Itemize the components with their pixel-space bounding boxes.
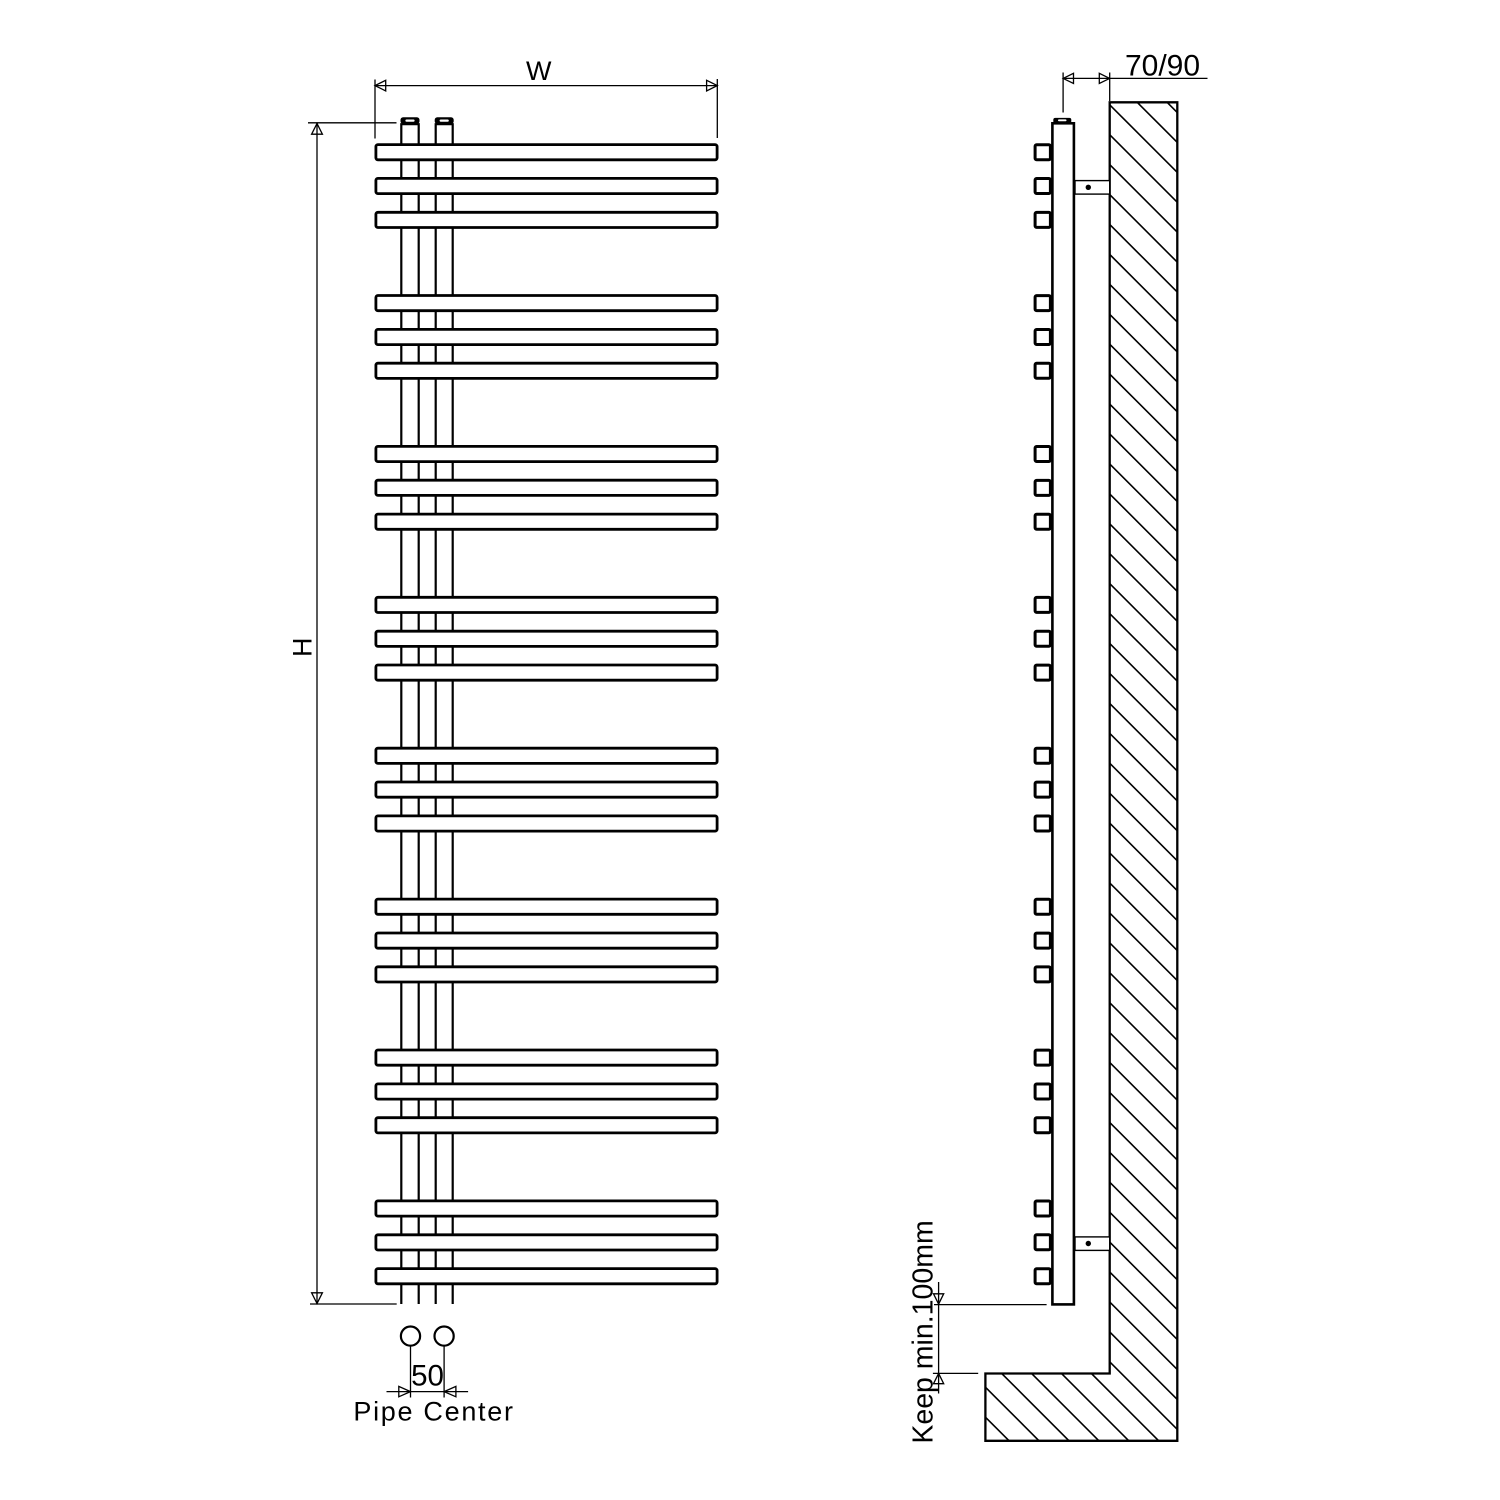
svg-text:70/90: 70/90	[1125, 50, 1200, 83]
svg-text:50: 50	[411, 1360, 444, 1393]
svg-text:W: W	[526, 56, 552, 86]
svg-text:Pipe Center: Pipe Center	[353, 1396, 514, 1426]
svg-text:Keep min.100mm: Keep min.100mm	[908, 1220, 940, 1443]
svg-text:H: H	[287, 637, 317, 657]
